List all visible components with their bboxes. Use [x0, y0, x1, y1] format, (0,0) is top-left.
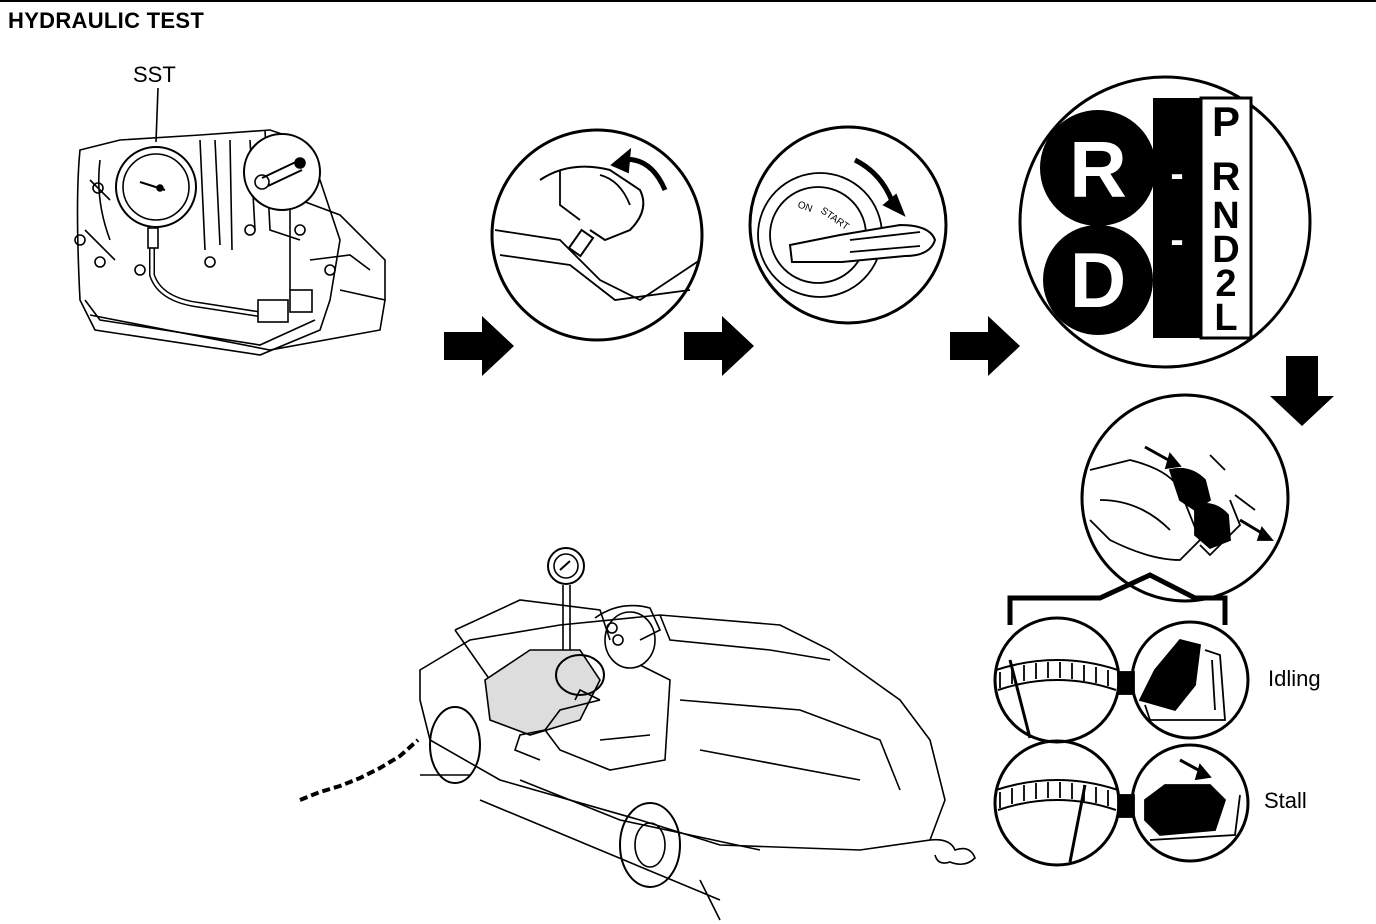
reverse-disc [1040, 110, 1156, 226]
shift-2: 2 [1215, 263, 1236, 305]
stall-label: Stall [1264, 788, 1307, 813]
right-arrow-icon [950, 316, 1020, 376]
idling-label: Idling [1268, 666, 1321, 691]
shift-large-r: R [1069, 125, 1127, 214]
shift-n: N [1212, 195, 1239, 237]
idling-indicator [993, 616, 1250, 744]
stall-indicator [993, 739, 1250, 867]
shift-gate-bar [1153, 98, 1201, 338]
right-arrow-icon [444, 316, 514, 376]
shift-p: P [1212, 98, 1240, 145]
ignition-key-step: ON START [748, 125, 948, 325]
shift-r: R [1212, 155, 1241, 199]
drive-disc [1043, 225, 1153, 335]
car-technician-illustration [299, 547, 976, 921]
shift-l: L [1214, 297, 1237, 339]
sst-leader-line [155, 87, 159, 143]
ignition-start-text: START [818, 205, 850, 232]
shift-dash-r: - [1170, 152, 1183, 196]
flow-arrows [444, 316, 1334, 426]
right-arrow-icon [684, 316, 754, 376]
ignition-on-text: ON [796, 199, 814, 214]
shift-dash-d: - [1170, 218, 1183, 262]
shift-large-d: D [1070, 236, 1126, 324]
sst-gauge-illustration [74, 87, 386, 356]
shift-position-step: R D - - P R N D 2 L [1018, 75, 1312, 369]
shift-d: D [1212, 229, 1239, 271]
parking-brake-step [490, 128, 704, 342]
sst-label: SST [133, 62, 176, 87]
down-arrow-icon [1270, 356, 1334, 426]
page-title: HYDRAULIC TEST [8, 8, 205, 33]
pedal-step [1007, 393, 1290, 625]
